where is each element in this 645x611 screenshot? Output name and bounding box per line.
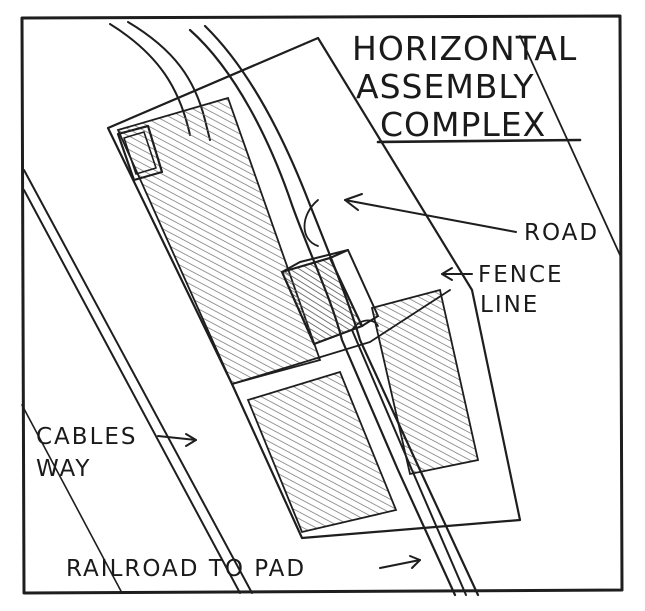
road-curl xyxy=(303,199,319,247)
railroad-arrowhead xyxy=(409,555,421,569)
title-underline xyxy=(376,138,582,144)
road-label: ROAD xyxy=(524,220,599,246)
guard-house xyxy=(116,124,164,182)
main-road-right xyxy=(203,24,480,597)
railroad-arrow xyxy=(379,559,421,569)
cables-way-line-far xyxy=(21,404,123,594)
road-arrowhead xyxy=(344,193,363,211)
fence-label-line-2: LINE xyxy=(480,292,539,318)
cables-arrowhead xyxy=(185,433,197,447)
fence-label-line-1: FENCE xyxy=(478,262,564,288)
road-arrow xyxy=(344,199,517,233)
main-road-left xyxy=(188,28,457,597)
title-line-2: ASSEMBLY xyxy=(356,67,535,106)
fence-divider xyxy=(231,289,451,385)
cables-way-label-line-1: CABLES xyxy=(36,424,138,450)
title-line-1: HORIZONTAL xyxy=(352,29,577,68)
building-upper-left xyxy=(116,96,322,386)
cables-way-line-inner xyxy=(23,189,241,594)
title-line-3: COMPLEX xyxy=(380,105,546,144)
cables-way-label-line-2: WAY xyxy=(36,456,91,482)
building-lower-left xyxy=(246,370,398,534)
cables-arrow xyxy=(157,435,197,441)
railroad-label: RAILROAD TO PAD xyxy=(66,556,306,582)
right-boundary-line xyxy=(519,35,621,256)
fence-arrowhead xyxy=(441,267,453,281)
railroad-junction xyxy=(351,319,379,331)
cables-way-line-outer xyxy=(23,169,253,594)
railroad-track xyxy=(351,329,467,596)
drawing-frame xyxy=(20,14,624,595)
guard-house-inner xyxy=(123,131,157,175)
